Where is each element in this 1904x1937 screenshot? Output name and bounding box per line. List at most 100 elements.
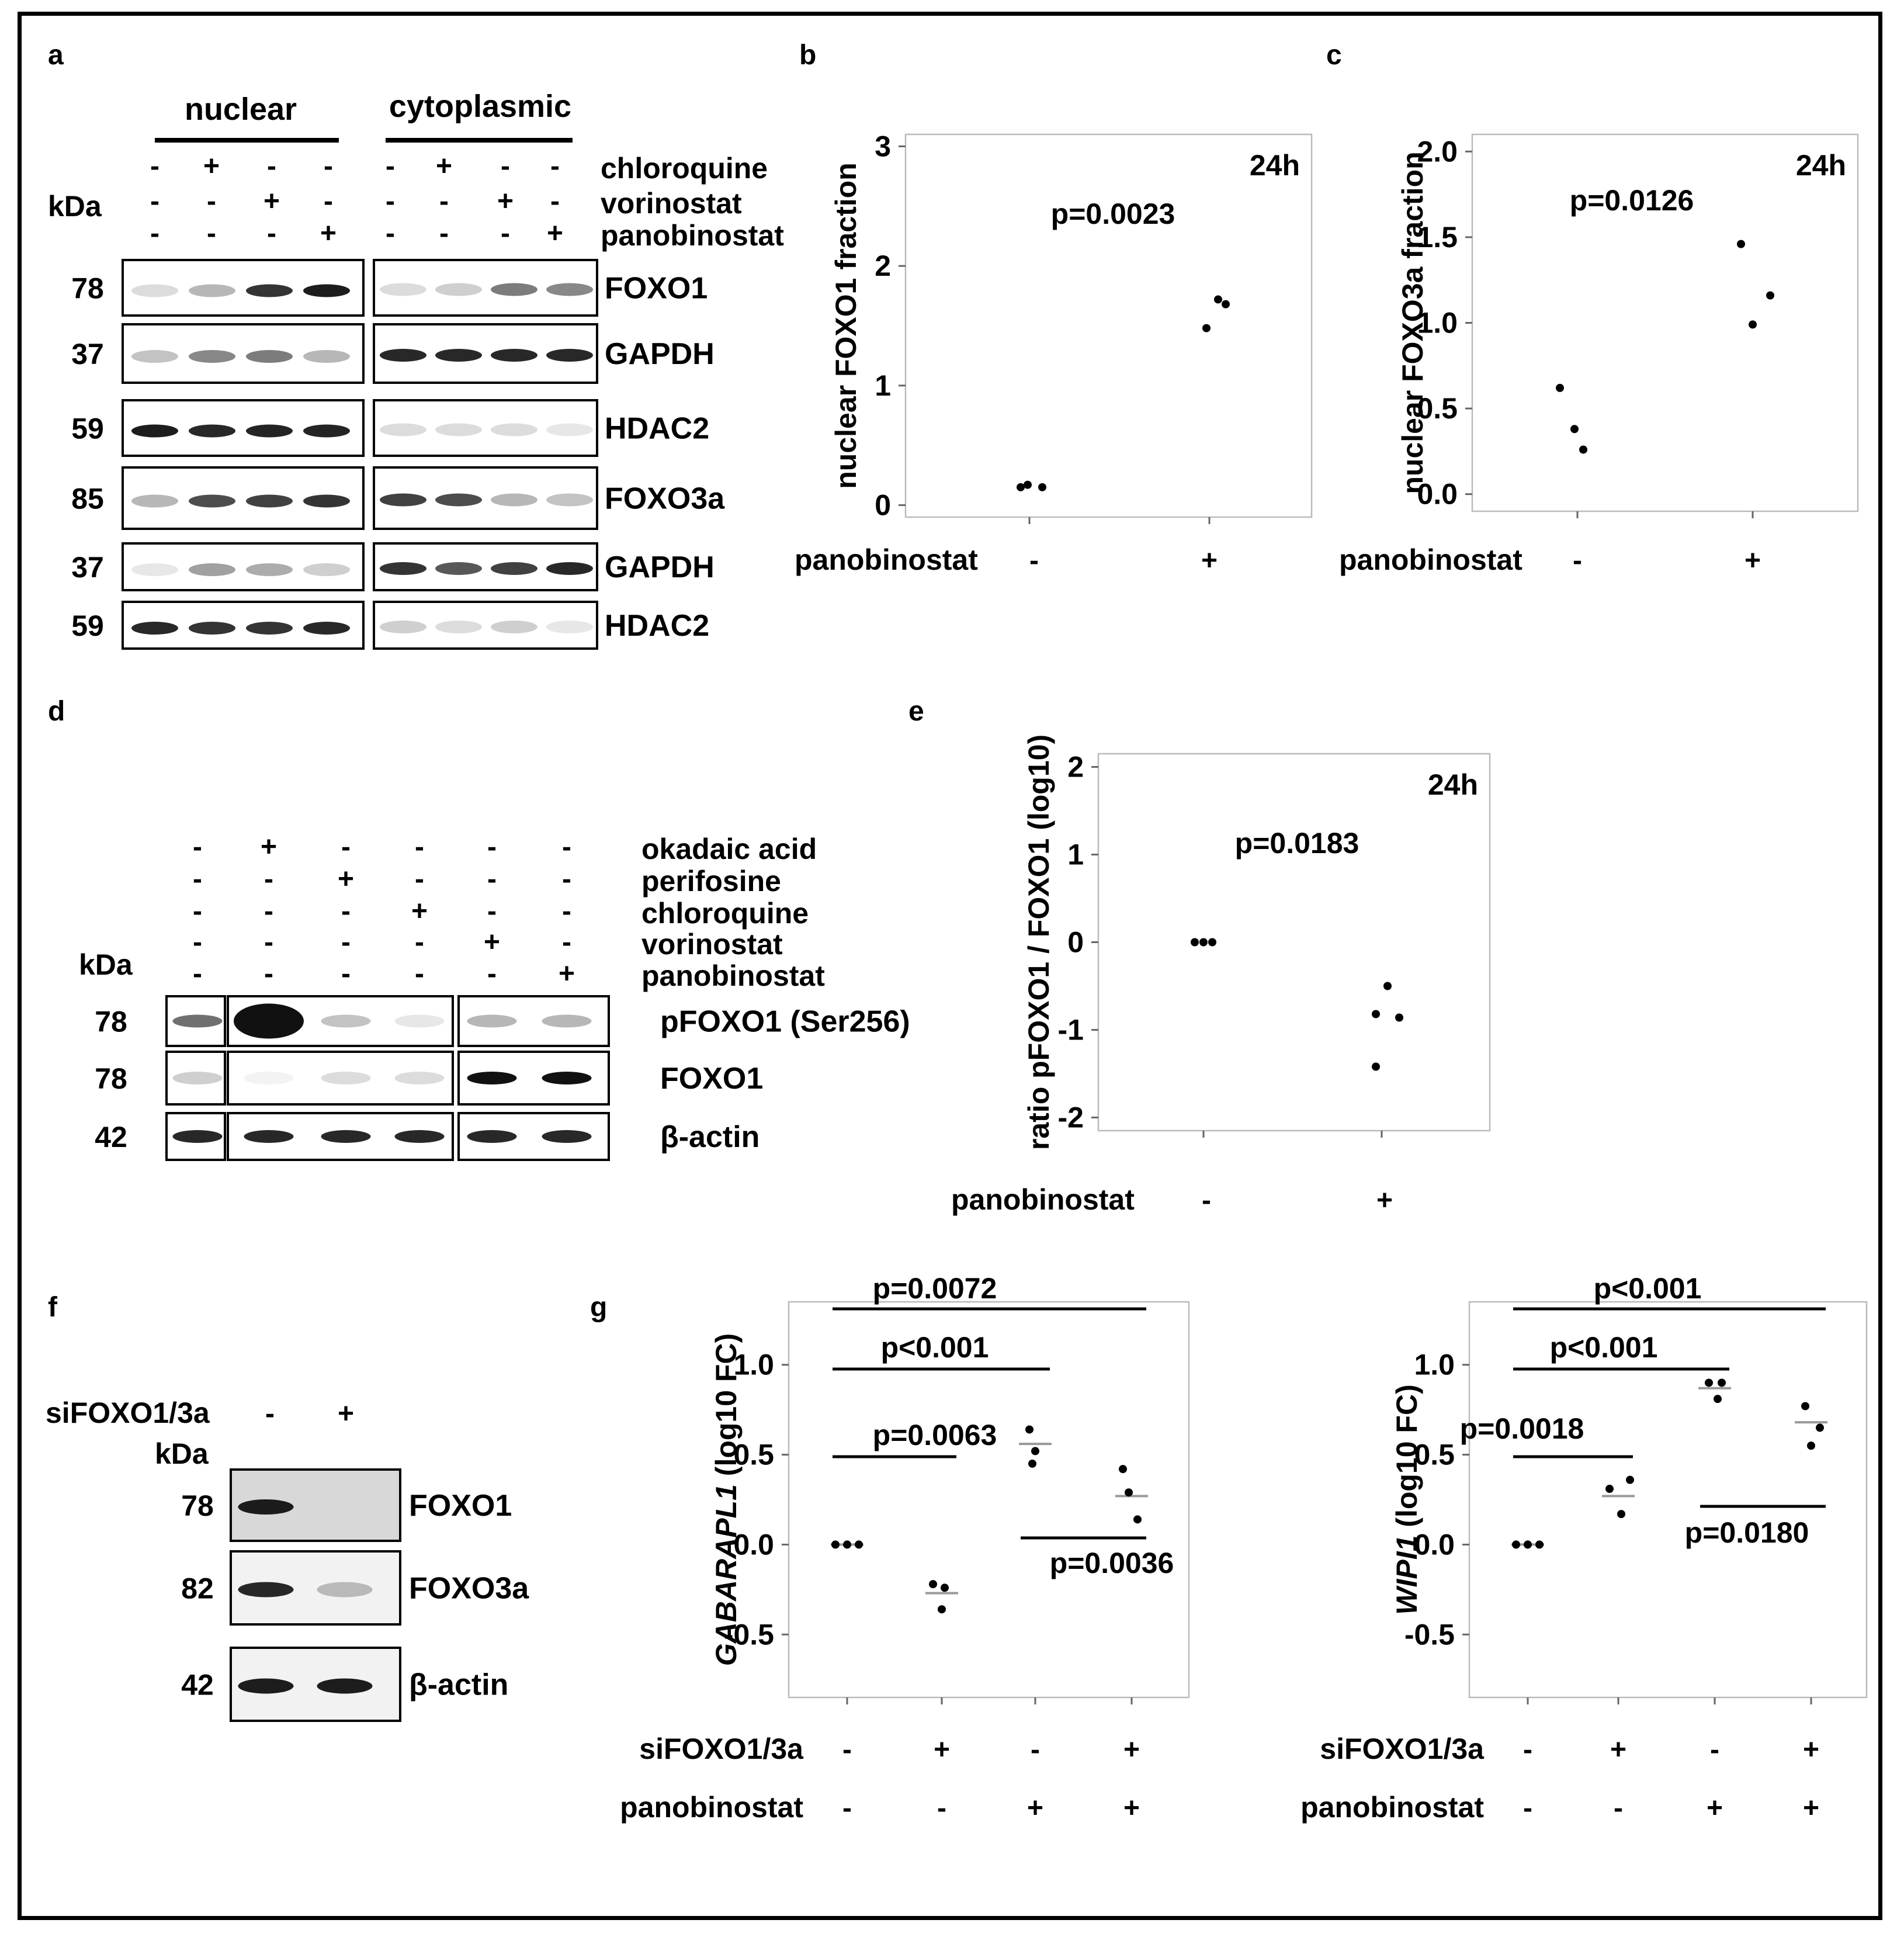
band bbox=[435, 493, 482, 507]
data-point bbox=[1383, 982, 1392, 990]
blot-nuclear-gapdh bbox=[122, 323, 365, 384]
panel-letter-g: g bbox=[590, 1292, 607, 1323]
data-point bbox=[855, 1540, 863, 1549]
treatment-label-chloroquine: chloroquine bbox=[601, 152, 768, 185]
band bbox=[172, 1072, 223, 1084]
p-value: p<0.001 bbox=[1550, 1331, 1658, 1364]
band bbox=[238, 1499, 294, 1515]
lane-sign: - bbox=[264, 958, 273, 989]
nuclear-header: nuclear bbox=[185, 92, 297, 127]
lane-sign: - bbox=[265, 1398, 275, 1429]
band bbox=[380, 423, 426, 436]
band bbox=[380, 621, 426, 633]
protein-label: pFOXO1 (Ser256) bbox=[660, 1005, 910, 1039]
kda-value: 37 bbox=[71, 338, 104, 370]
band bbox=[542, 1014, 592, 1028]
p-value: p=0.0183 bbox=[1235, 827, 1359, 860]
band bbox=[238, 1678, 294, 1694]
data-point bbox=[1025, 1425, 1033, 1434]
data-point bbox=[1191, 938, 1199, 947]
lane-sign: - bbox=[550, 151, 560, 182]
lane-sign: - bbox=[207, 218, 216, 249]
lane-sign: - bbox=[386, 186, 395, 217]
protein-label: β-actin bbox=[409, 1668, 508, 1702]
band bbox=[189, 563, 235, 576]
band bbox=[131, 494, 178, 508]
band bbox=[546, 283, 593, 296]
y-tick-label: -0.5 bbox=[724, 1618, 774, 1651]
y-axis-unit: (log10 FC) bbox=[710, 1333, 743, 1484]
data-point bbox=[1512, 1540, 1520, 1549]
data-point bbox=[1714, 1395, 1722, 1404]
kda-value: 82 bbox=[181, 1572, 214, 1605]
band bbox=[435, 423, 482, 436]
band bbox=[246, 622, 293, 635]
data-point bbox=[1202, 324, 1211, 332]
category-sign: - bbox=[1573, 545, 1582, 576]
data-point bbox=[929, 1580, 937, 1589]
data-point bbox=[1766, 291, 1774, 300]
panel-letter-c: c bbox=[1326, 40, 1342, 71]
lane-sign: + bbox=[263, 186, 280, 217]
lane-sign: - bbox=[264, 864, 273, 895]
time-annotation: 24h bbox=[1428, 768, 1478, 801]
plot-frame-c bbox=[1471, 133, 1859, 512]
kda-value: 59 bbox=[71, 609, 104, 642]
category-sign: - bbox=[842, 1734, 852, 1765]
band bbox=[435, 349, 482, 362]
data-point bbox=[1372, 1010, 1380, 1018]
x-row-label: siFOXO1/3a bbox=[1320, 1732, 1485, 1765]
data-point bbox=[1535, 1540, 1544, 1549]
data-point bbox=[941, 1583, 949, 1592]
data-point bbox=[1617, 1510, 1625, 1519]
band bbox=[321, 1072, 371, 1084]
y-axis-label: WIPI1 (log10 FC) bbox=[1390, 1384, 1423, 1614]
band bbox=[491, 423, 537, 436]
protein-label: FOXO1 bbox=[660, 1062, 763, 1096]
p-value: p<0.001 bbox=[1594, 1272, 1702, 1305]
band bbox=[189, 424, 235, 438]
data-point bbox=[1737, 240, 1745, 248]
blot-cytoplasmic-hdac2 bbox=[373, 601, 598, 650]
treatment-label-panobinostat: panobinostat bbox=[641, 959, 825, 992]
lane-sign: + bbox=[320, 218, 337, 249]
panel-letter-b: b bbox=[799, 40, 816, 71]
category-sign: + bbox=[1803, 1734, 1819, 1765]
protein-label: GAPDH bbox=[605, 550, 715, 584]
band bbox=[491, 493, 537, 507]
data-point bbox=[1222, 300, 1230, 309]
time-annotation: 24h bbox=[1796, 149, 1846, 182]
kda-value: 42 bbox=[95, 1121, 127, 1153]
data-point bbox=[1199, 938, 1208, 947]
category-sign: + bbox=[1745, 545, 1761, 576]
lane-sign: + bbox=[497, 186, 514, 217]
band bbox=[321, 1130, 371, 1143]
lane-sign: - bbox=[324, 186, 333, 217]
protein-label: HDAC2 bbox=[605, 609, 709, 643]
band bbox=[131, 622, 178, 635]
lane-sign: - bbox=[487, 958, 497, 989]
y-tick-label: -1 bbox=[1058, 1014, 1084, 1047]
category-sign: + bbox=[1376, 1185, 1393, 1216]
lane-sign: - bbox=[562, 831, 571, 862]
y-tick-label: 2 bbox=[875, 250, 891, 282]
data-point bbox=[1395, 1013, 1403, 1022]
band bbox=[467, 1072, 517, 1084]
data-point bbox=[1579, 445, 1587, 454]
category-sign: - bbox=[937, 1793, 946, 1824]
lane-sign: - bbox=[415, 864, 424, 895]
data-point bbox=[1705, 1378, 1713, 1387]
category-sign: + bbox=[1123, 1734, 1140, 1765]
lane-sign: - bbox=[193, 927, 202, 958]
treatment-label-chloroquine: chloroquine bbox=[641, 897, 809, 930]
lane-sign: - bbox=[193, 896, 202, 927]
band bbox=[172, 1130, 223, 1143]
data-point bbox=[1133, 1515, 1142, 1524]
band bbox=[246, 350, 293, 363]
y-tick-label: 1.5 bbox=[1417, 221, 1458, 254]
lane-sign: - bbox=[415, 958, 424, 989]
y-tick-label: -0.5 bbox=[1404, 1618, 1455, 1651]
lane-sign: + bbox=[547, 218, 563, 249]
lane-sign: - bbox=[150, 218, 159, 249]
band bbox=[546, 423, 593, 436]
